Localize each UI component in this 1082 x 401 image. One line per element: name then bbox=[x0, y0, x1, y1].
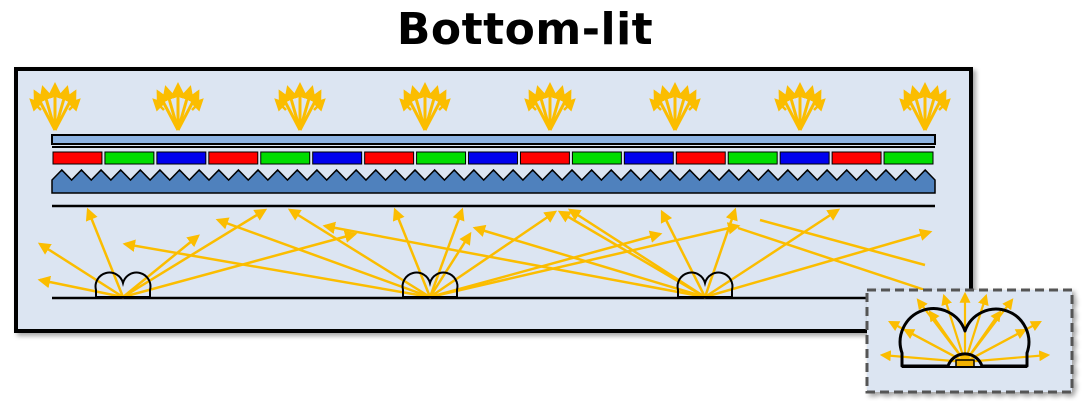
light-ray-arrow bbox=[428, 207, 465, 298]
light-ray-arrow bbox=[937, 98, 951, 112]
led-chip-icon bbox=[955, 359, 975, 368]
light-ray-arrow bbox=[190, 98, 204, 112]
light-ray-arrow bbox=[774, 98, 788, 112]
light-ray-arrow bbox=[312, 98, 326, 112]
light-ray-fan-icon bbox=[649, 82, 701, 131]
color-filter-pixel bbox=[208, 151, 259, 165]
light-ray-arrow bbox=[284, 85, 302, 131]
light-ray-arrow bbox=[287, 208, 431, 299]
light-ray-arrow bbox=[899, 98, 913, 112]
light-ray-fan-icon bbox=[774, 82, 826, 131]
light-ray-arrow bbox=[122, 230, 358, 299]
film-stack bbox=[51, 134, 936, 300]
light-ray-arrow bbox=[29, 98, 43, 112]
color-filter-pixel bbox=[312, 151, 363, 165]
color-filter-pixel bbox=[519, 151, 570, 165]
light-ray-arrow bbox=[704, 228, 933, 299]
light-ray-arrow bbox=[67, 98, 81, 112]
light-ray-arrow bbox=[941, 293, 967, 363]
light-ray-arrow bbox=[162, 85, 180, 131]
light-ray-arrow bbox=[649, 98, 663, 112]
light-ray-arrow bbox=[428, 231, 472, 298]
light-ray-arrow bbox=[524, 98, 538, 112]
light-ray-arrow bbox=[274, 98, 288, 112]
light-ray-arrow bbox=[437, 98, 451, 112]
color-filter-pixel bbox=[156, 151, 207, 165]
light-ray-arrow bbox=[784, 85, 802, 131]
light-ray-fan-icon bbox=[899, 82, 951, 131]
led-row bbox=[94, 271, 734, 298]
emitted-light-rays bbox=[29, 82, 951, 131]
light-ray-arrow bbox=[909, 85, 927, 131]
led-lens-icon bbox=[94, 271, 152, 298]
light-ray-arrow bbox=[659, 85, 677, 131]
light-ray-arrow bbox=[39, 85, 57, 131]
light-ray-fan-icon bbox=[399, 82, 451, 131]
color-filter-pixel bbox=[364, 151, 415, 165]
color-filter-pixel bbox=[104, 151, 155, 165]
light-ray-arrow bbox=[122, 234, 200, 298]
light-ray-arrow bbox=[704, 208, 841, 299]
display-panel bbox=[14, 67, 973, 333]
color-filter-row bbox=[52, 151, 934, 165]
light-ray-fan-icon bbox=[274, 82, 326, 131]
light-ray-arrow bbox=[963, 293, 989, 363]
light-ray-arrow bbox=[215, 217, 431, 299]
light-ray-arrow bbox=[534, 85, 552, 131]
light-ray-fan-icon bbox=[152, 82, 204, 131]
light-ray-arrow bbox=[812, 98, 826, 112]
light-ray-fan-icon bbox=[524, 82, 576, 131]
color-filter-pixel bbox=[416, 151, 467, 165]
color-filter-pixel bbox=[883, 151, 934, 165]
color-filter-pixel bbox=[831, 151, 882, 165]
light-ray-arrow bbox=[399, 98, 413, 112]
diagram-title: Bottom-lit bbox=[396, 4, 654, 55]
light-ray-arrow bbox=[562, 98, 576, 112]
color-filter-pixel bbox=[675, 151, 726, 165]
inset-frame bbox=[865, 288, 1074, 394]
light-ray-arrow bbox=[409, 85, 427, 131]
color-filter-pixel bbox=[571, 151, 622, 165]
light-ray-segment bbox=[737, 226, 926, 292]
light-ray-arrow bbox=[557, 210, 706, 299]
light-ray-arrow bbox=[472, 224, 706, 299]
color-filter-pixel bbox=[779, 151, 830, 165]
color-filter-pixel bbox=[727, 151, 778, 165]
color-filter-pixel bbox=[623, 151, 674, 165]
light-ray-arrow bbox=[122, 208, 268, 299]
light-ray-fan-icon bbox=[29, 82, 81, 131]
color-filter-pixel bbox=[468, 151, 518, 165]
light-ray-arrow bbox=[429, 210, 558, 299]
light-ray-arrow bbox=[37, 275, 124, 299]
light-ray-arrow bbox=[152, 98, 166, 112]
light-ray-arrow bbox=[37, 242, 124, 299]
led-lens-icon bbox=[676, 271, 734, 298]
light-ray-arrow bbox=[122, 239, 431, 299]
prism-film bbox=[51, 168, 936, 194]
light-ray-arrow bbox=[660, 209, 707, 298]
led-lens-icon bbox=[401, 271, 459, 298]
light-ray-arrow bbox=[322, 221, 706, 299]
light-ray-arrow bbox=[392, 207, 432, 298]
light-ray-arrow bbox=[687, 98, 701, 112]
color-filter-pixel bbox=[260, 151, 311, 165]
led-lens-icon bbox=[898, 307, 1031, 368]
led-detail-inset bbox=[865, 288, 1074, 394]
light-ray-segment bbox=[759, 218, 926, 267]
top-diffuser-film bbox=[51, 134, 936, 145]
color-filter-pixel bbox=[52, 151, 103, 165]
led-light-rays bbox=[37, 207, 933, 299]
light-ray-arrow bbox=[85, 207, 125, 298]
